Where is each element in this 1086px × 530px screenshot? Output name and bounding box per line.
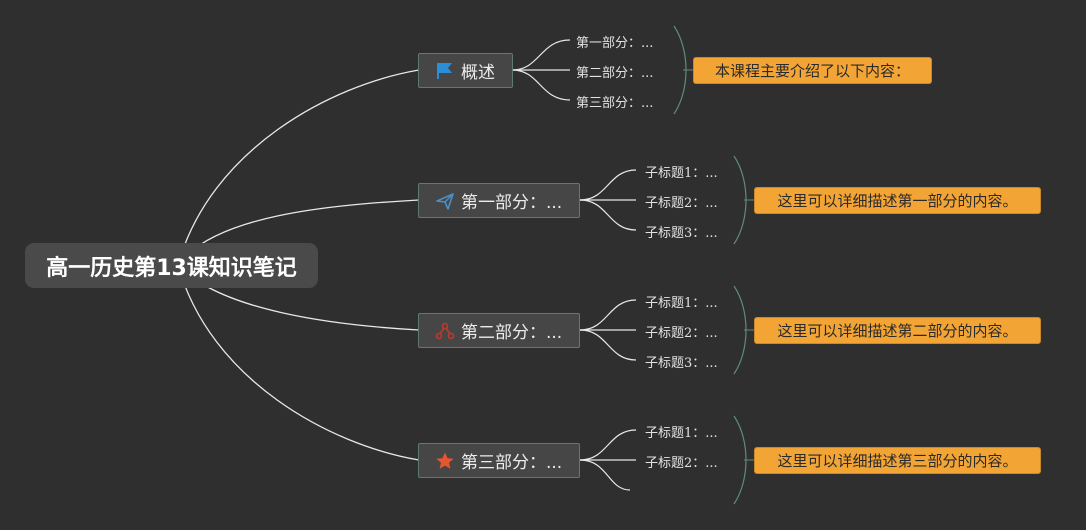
people-network-icon xyxy=(435,321,455,341)
root-topic[interactable]: 高一历史第13课知识笔记 xyxy=(25,243,318,288)
root-link-3 xyxy=(177,264,420,461)
star-icon xyxy=(435,451,455,471)
branch-label: 第一部分：... xyxy=(461,193,563,213)
paper-plane-icon xyxy=(435,191,455,211)
branch-part-2[interactable]: 第二部分：... xyxy=(418,313,580,348)
branch2-leaf-link-0 xyxy=(579,299,637,331)
branch-label: 概述 xyxy=(461,63,495,83)
note-box[interactable]: 这里可以详细描述第二部分的内容。 xyxy=(754,317,1041,344)
branch-label: 第三部分：... xyxy=(461,453,563,473)
branch3-leaf-link-2 xyxy=(579,459,631,491)
note-box[interactable]: 这里可以详细描述第一部分的内容。 xyxy=(754,187,1041,214)
leaf-item[interactable]: 第三部分：... xyxy=(576,96,654,111)
branch-label: 第二部分：... xyxy=(461,323,563,343)
leaf-item[interactable]: 子标题1：... xyxy=(645,426,718,441)
root-link-0 xyxy=(177,69,420,266)
leaf-item[interactable]: 第一部分：... xyxy=(576,36,654,51)
note-text: 本课程主要介绍了以下内容： xyxy=(714,62,910,80)
leaf-item[interactable]: 子标题2：... xyxy=(645,456,718,471)
note-text: 这里可以详细描述第三部分的内容。 xyxy=(777,452,1018,470)
leaf-item[interactable]: 子标题2：... xyxy=(645,326,718,341)
leaf-item[interactable]: 子标题3：... xyxy=(645,356,718,371)
leaf-item[interactable]: 子标题3：... xyxy=(645,226,718,241)
note-text: 这里可以详细描述第一部分的内容。 xyxy=(777,192,1018,210)
note-text: 这里可以详细描述第二部分的内容。 xyxy=(777,322,1018,340)
branch-part-1[interactable]: 第一部分：... xyxy=(418,183,580,218)
branch-part-3[interactable]: 第三部分：... xyxy=(418,443,580,478)
branch2-leaf-link-2 xyxy=(579,329,637,361)
branch1-leaf-link-2 xyxy=(579,199,637,231)
note-box[interactable]: 本课程主要介绍了以下内容： xyxy=(693,57,932,84)
branch-overview[interactable]: 概述 xyxy=(418,53,513,88)
branch3-leaf-link-0 xyxy=(579,429,637,461)
leaf-item[interactable]: 第二部分：... xyxy=(576,66,654,81)
leaf-item[interactable]: 子标题1：... xyxy=(645,166,718,181)
leaf-item[interactable]: 子标题2：... xyxy=(645,196,718,211)
branch0-leaf-link-2 xyxy=(511,69,571,101)
note-box[interactable]: 这里可以详细描述第三部分的内容。 xyxy=(754,447,1041,474)
branch0-leaf-link-0 xyxy=(511,39,571,71)
root-topic-label: 高一历史第13课知识笔记 xyxy=(46,255,297,281)
flag-icon xyxy=(435,61,455,81)
branch1-leaf-link-0 xyxy=(579,169,637,201)
leaf-item[interactable]: 子标题1：... xyxy=(645,296,718,311)
